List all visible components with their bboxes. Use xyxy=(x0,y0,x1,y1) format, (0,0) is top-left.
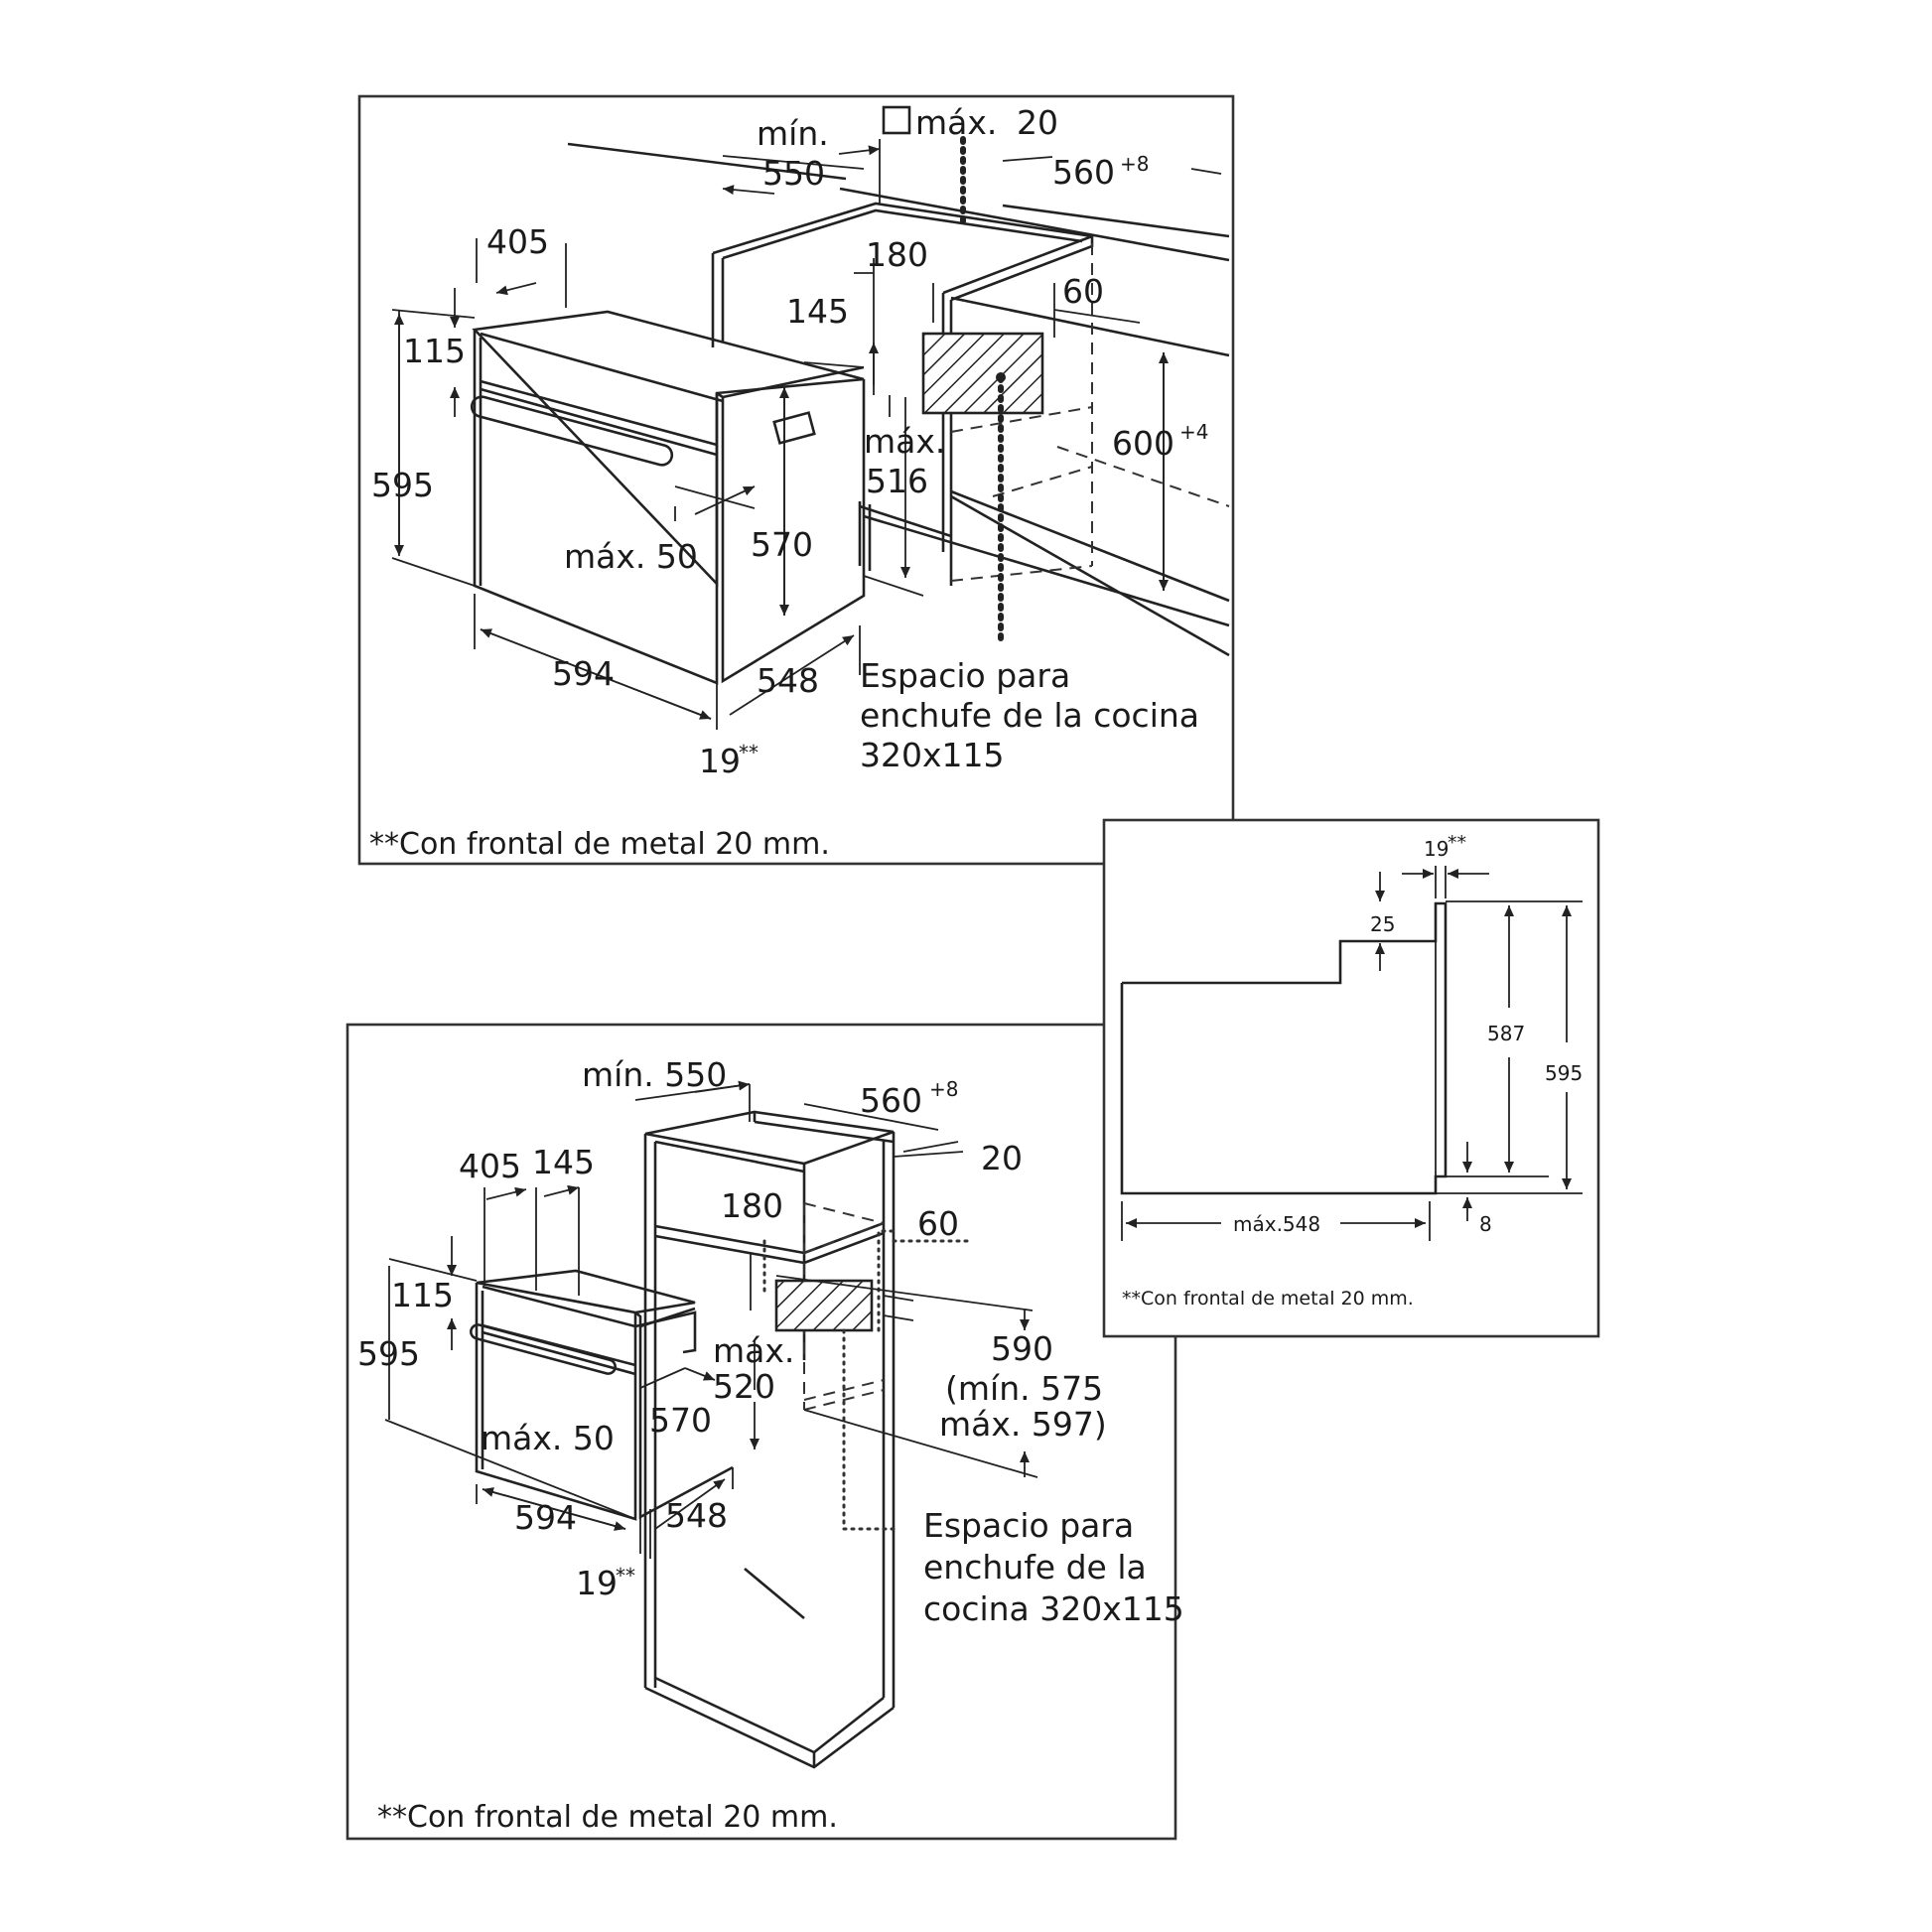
socket-text-line3: 320x115 xyxy=(860,736,1005,774)
dim-520-b: 520 xyxy=(713,1367,775,1406)
dim-590-b: 590 xyxy=(991,1329,1053,1368)
dim-min550-b: mín. 550 xyxy=(582,1055,727,1094)
dim-600: 600 xyxy=(1112,424,1174,463)
dim-25-side: 25 xyxy=(1370,912,1395,936)
dim-560-b: 560 xyxy=(860,1081,922,1120)
dim-560: 560 xyxy=(1052,153,1115,192)
oven-body-bottom xyxy=(470,1269,734,1521)
dim-587-side: 587 xyxy=(1487,1022,1525,1045)
dim-594-b: 594 xyxy=(514,1498,577,1537)
socket-text-line2: enchufe de la cocina xyxy=(860,696,1199,735)
dim-115: 115 xyxy=(403,332,466,370)
dim-19-b: 19 xyxy=(576,1564,618,1602)
dim-590-min-b: (mín. 575 xyxy=(945,1369,1103,1408)
panel-top-cabinet-install: mín. 550 máx. 20 560 +8 405 180 60 145 1… xyxy=(357,94,1235,866)
dim-max50: máx. 50 xyxy=(564,537,698,576)
dimension-lines-bottom xyxy=(384,1080,1038,1559)
dim-max520-label-b: máx. xyxy=(713,1331,794,1370)
dim-max50-b: máx. 50 xyxy=(481,1419,615,1457)
socket-text-line1-b: Espacio para xyxy=(923,1506,1134,1545)
dim-405-b: 405 xyxy=(459,1147,521,1185)
panel-bottom-tall-unit-install: mín. 550 560 +8 20 405 145 180 60 115 59… xyxy=(345,1023,1184,1841)
dim-560-tol: +8 xyxy=(1120,152,1149,176)
dim-max20-label: máx. xyxy=(915,103,997,142)
oven-body xyxy=(470,310,866,685)
socket-space-hatched xyxy=(921,136,1044,648)
dim-20: 20 xyxy=(1017,103,1058,142)
panel-bottom-frame xyxy=(345,1023,1177,1841)
dim-405: 405 xyxy=(486,222,549,261)
dim-595: 595 xyxy=(371,466,434,504)
panel-top-frame xyxy=(357,94,1235,866)
socket-space-hatched-bottom xyxy=(762,1229,975,1531)
dim-145: 145 xyxy=(786,292,849,331)
dim-max548-side: máx.548 xyxy=(1233,1212,1320,1236)
dim-180-b: 180 xyxy=(721,1186,783,1225)
dim-20-b: 20 xyxy=(981,1139,1023,1177)
socket-text-line3-b: cocina 320x115 xyxy=(923,1589,1184,1628)
dim-570: 570 xyxy=(751,525,813,564)
socket-text-line2-b: enchufe de la xyxy=(923,1548,1147,1587)
dim-19-mark-b: ** xyxy=(616,1564,635,1587)
dimension-labels-top: mín. 550 máx. 20 560 +8 405 180 60 145 1… xyxy=(369,103,1208,862)
dim-min-label: mín. xyxy=(757,114,829,153)
footnote-top: **Con frontal de metal 20 mm. xyxy=(369,827,830,862)
dim-19: 19 xyxy=(699,742,741,780)
dim-590-max-b: máx. 597) xyxy=(939,1405,1107,1444)
dim-19-mark-side: ** xyxy=(1448,832,1466,854)
dim-60: 60 xyxy=(1062,272,1104,311)
dimension-lines-top xyxy=(391,139,1222,730)
square-icon xyxy=(882,105,911,135)
dimension-labels-side: 19 ** 25 587 595 máx.548 8 **Con frontal… xyxy=(1122,832,1583,1310)
dim-548-b: 548 xyxy=(665,1496,728,1535)
dim-550: 550 xyxy=(762,154,825,193)
worktop-lines xyxy=(567,142,1230,262)
dim-8-side: 8 xyxy=(1479,1212,1492,1236)
socket-text-line1: Espacio para xyxy=(860,656,1070,695)
oven-profile xyxy=(1120,901,1448,1195)
dim-595-side: 595 xyxy=(1545,1061,1583,1085)
dim-594: 594 xyxy=(552,654,615,693)
dim-570-b: 570 xyxy=(649,1401,712,1440)
dim-595-b: 595 xyxy=(357,1334,420,1373)
dimension-labels-bottom: mín. 550 560 +8 20 405 145 180 60 115 59… xyxy=(357,1055,1184,1835)
cabinet-niche xyxy=(711,202,1230,657)
dim-600-tol: +4 xyxy=(1179,420,1208,444)
dim-516: 516 xyxy=(866,462,928,500)
dimension-lines-side xyxy=(1121,866,1583,1241)
footnote-side: **Con frontal de metal 20 mm. xyxy=(1122,1288,1414,1310)
dim-19-side: 19 xyxy=(1424,837,1449,861)
dim-19-mark: ** xyxy=(739,741,759,764)
dim-548: 548 xyxy=(757,661,819,700)
dim-145-b: 145 xyxy=(532,1143,595,1181)
dim-560-tol-b: +8 xyxy=(929,1077,958,1101)
dim-max516-label: máx. xyxy=(864,422,945,461)
dim-180: 180 xyxy=(866,235,928,274)
dim-60-b: 60 xyxy=(917,1204,959,1243)
panel-side-frame xyxy=(1102,818,1600,1338)
dim-115-b: 115 xyxy=(391,1276,454,1314)
footnote-bottom: **Con frontal de metal 20 mm. xyxy=(377,1800,838,1835)
panel-side-section-view: 19 ** 25 587 595 máx.548 8 **Con frontal… xyxy=(1102,818,1600,1338)
